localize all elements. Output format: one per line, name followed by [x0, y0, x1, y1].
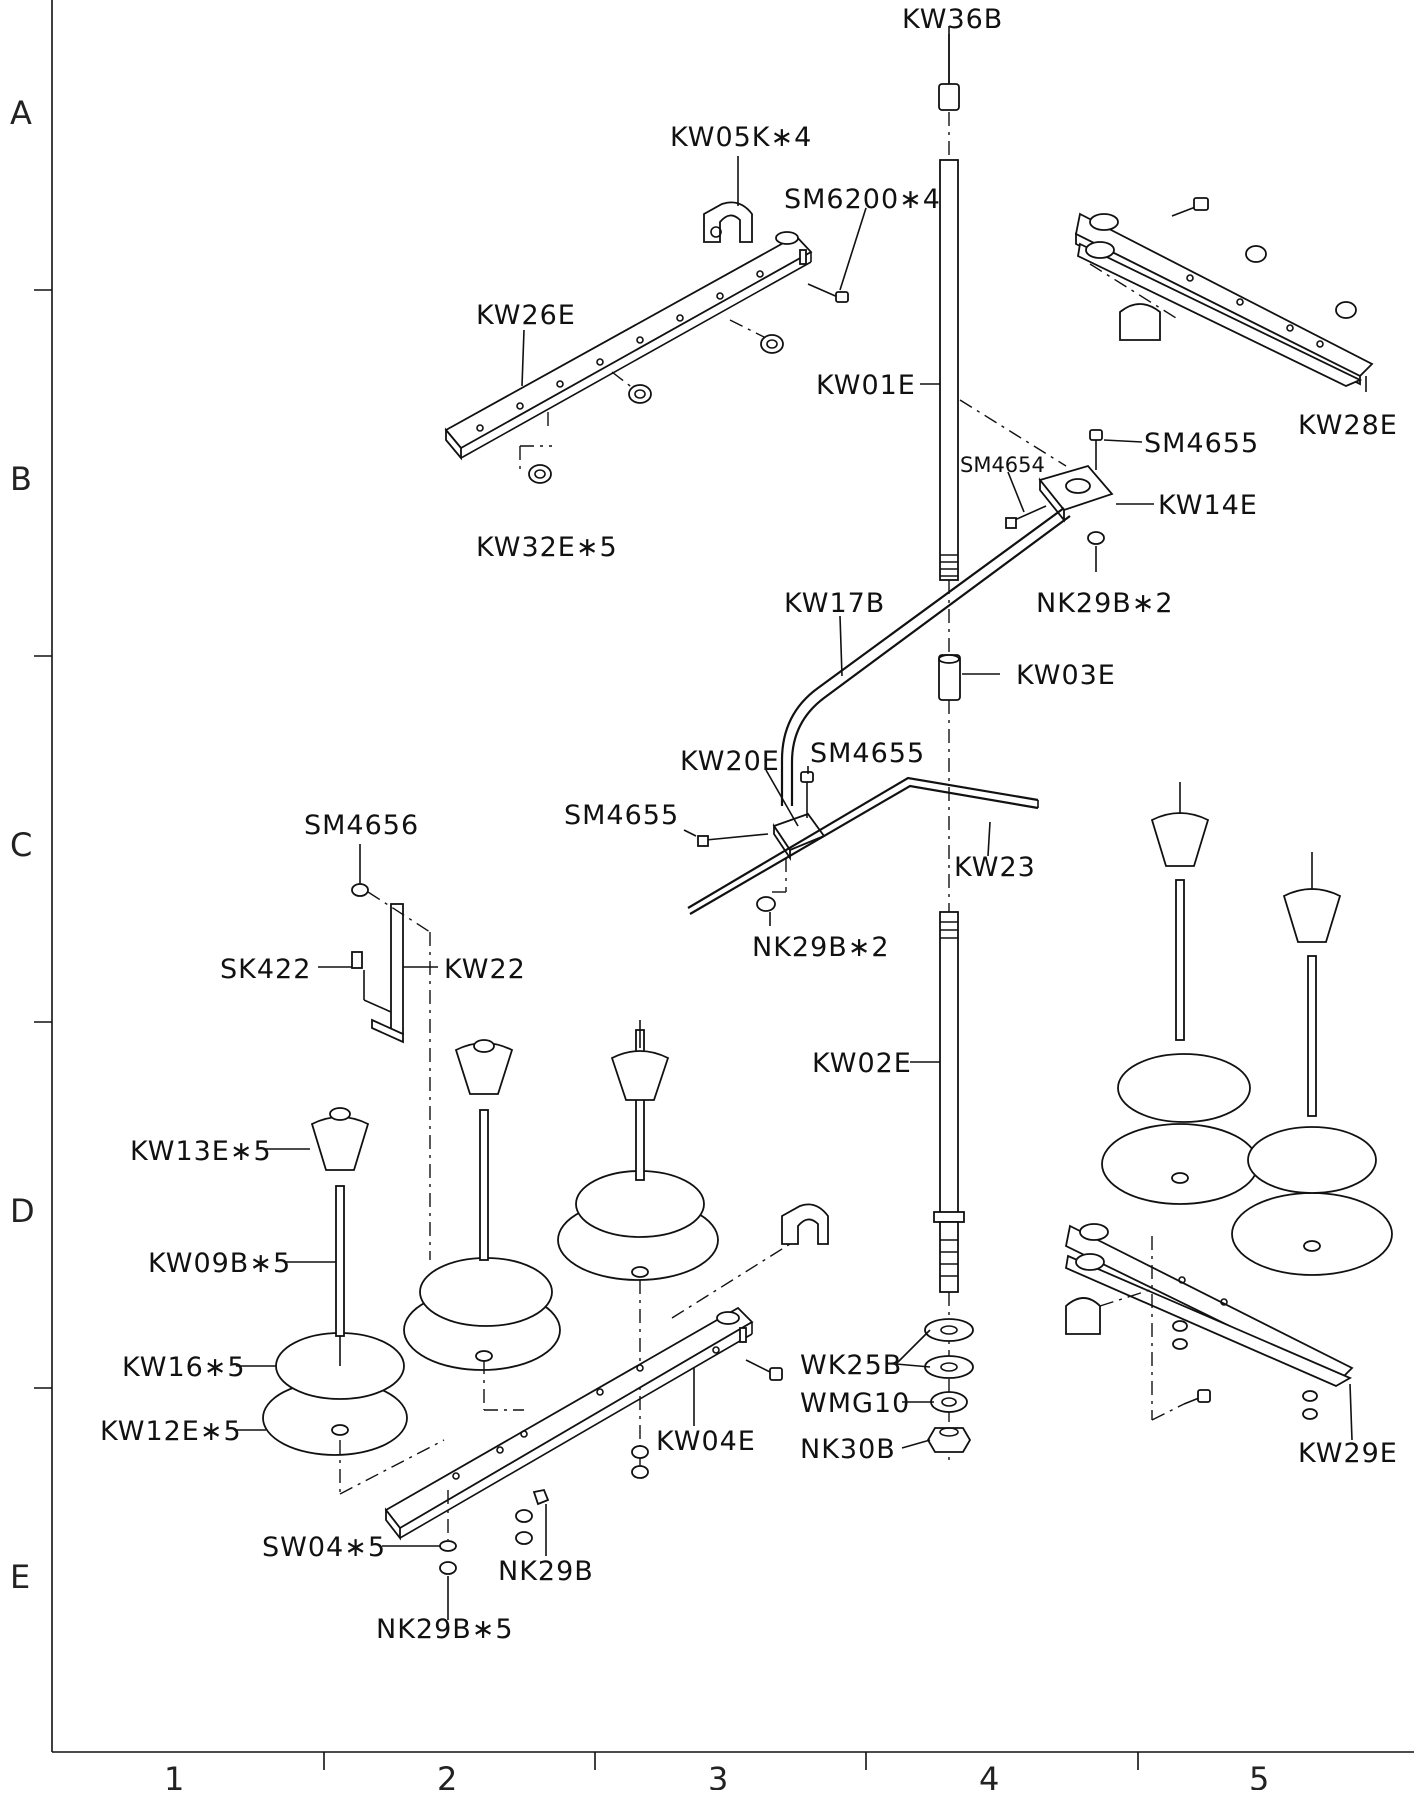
kw22-bracket — [351, 883, 431, 1260]
spool-4 — [1101, 782, 1259, 1205]
col-marker-3: 3 — [708, 1760, 728, 1790]
kw04e-arm — [339, 1203, 829, 1575]
label-kw13e: KW13E∗5 — [130, 1136, 272, 1167]
col-marker-4: 4 — [979, 1760, 999, 1790]
label-nk30b: NK30B — [800, 1434, 896, 1465]
label-sm4656: SM4656 — [304, 810, 419, 841]
label-kw20e: KW20E — [680, 746, 780, 777]
kw29e-arm — [1064, 1223, 1354, 1421]
row-marker-d: D — [10, 1192, 35, 1230]
label-kw01e: KW01E — [816, 370, 916, 401]
label-kw23: KW23 — [954, 852, 1036, 883]
label-nk29b5: NK29B∗5 — [376, 1614, 514, 1645]
label-nk29b: NK29B — [498, 1556, 594, 1587]
label-sm4655-left: SM4655 — [564, 800, 679, 831]
label-kw02e: KW02E — [812, 1048, 912, 1079]
label-kw28e: KW28E — [1298, 410, 1398, 441]
spool-2 — [403, 1039, 561, 1411]
row-marker-c: C — [10, 826, 32, 864]
drawing-frame — [34, 0, 1414, 1770]
label-kw05k: KW05K∗4 — [670, 122, 812, 153]
label-kw32e: KW32E∗5 — [476, 532, 618, 563]
label-kw26e: KW26E — [476, 300, 576, 331]
kw28e-arm — [1074, 197, 1374, 387]
label-sm4655-mid: SM4655 — [810, 738, 925, 769]
spool-5 — [1231, 852, 1393, 1276]
label-kw04e: KW04E — [656, 1426, 756, 1457]
label-nk29b2-mid: NK29B∗2 — [752, 932, 890, 963]
spool-1 — [262, 1107, 408, 1456]
kw20e-kw23-assembly — [687, 771, 1039, 915]
label-sk422: SK422 — [220, 954, 311, 985]
part-labels: KW36B KW05K∗4 SM6200∗4 KW26E KW28E KW01E… — [100, 4, 1398, 1645]
label-kw17b: KW17B — [784, 588, 885, 619]
leader-lines — [234, 26, 1367, 1620]
label-sm4655-top: SM4655 — [1144, 428, 1259, 459]
kw17b-rod — [780, 507, 1071, 806]
row-marker-e: E — [10, 1558, 30, 1596]
center-pole-assembly — [924, 34, 974, 1460]
label-kw16: KW16∗5 — [122, 1352, 246, 1383]
label-sw04: SW04∗5 — [262, 1532, 386, 1563]
label-kw36b: KW36B — [902, 4, 1003, 35]
col-marker-5: 5 — [1249, 1760, 1269, 1790]
column-markers: 1 2 3 4 5 — [164, 1760, 1269, 1795]
row-marker-a: A — [10, 94, 32, 132]
label-kw22: KW22 — [444, 954, 526, 985]
label-wmg10: WMG10 — [800, 1388, 910, 1419]
label-sm4654: SM4654 — [960, 453, 1045, 477]
label-kw14e: KW14E — [1158, 490, 1258, 521]
kw26e-arm — [444, 201, 849, 484]
label-nk29b2-top: NK29B∗2 — [1036, 588, 1174, 619]
label-kw12e: KW12E∗5 — [100, 1416, 242, 1447]
kw14e-clamp — [959, 399, 1114, 545]
label-kw09b: KW09B∗5 — [148, 1248, 291, 1279]
row-markers: A B C D E — [10, 94, 35, 1596]
label-kw03e: KW03E — [1016, 660, 1116, 691]
label-kw29e: KW29E — [1298, 1438, 1398, 1469]
col-marker-1: 1 — [164, 1760, 184, 1790]
label-sm6200: SM6200∗4 — [784, 184, 941, 215]
label-wk25b: WK25B — [800, 1350, 902, 1381]
spool-3 — [557, 1020, 719, 1470]
col-marker-2: 2 — [437, 1760, 457, 1790]
row-marker-b: B — [10, 460, 32, 498]
